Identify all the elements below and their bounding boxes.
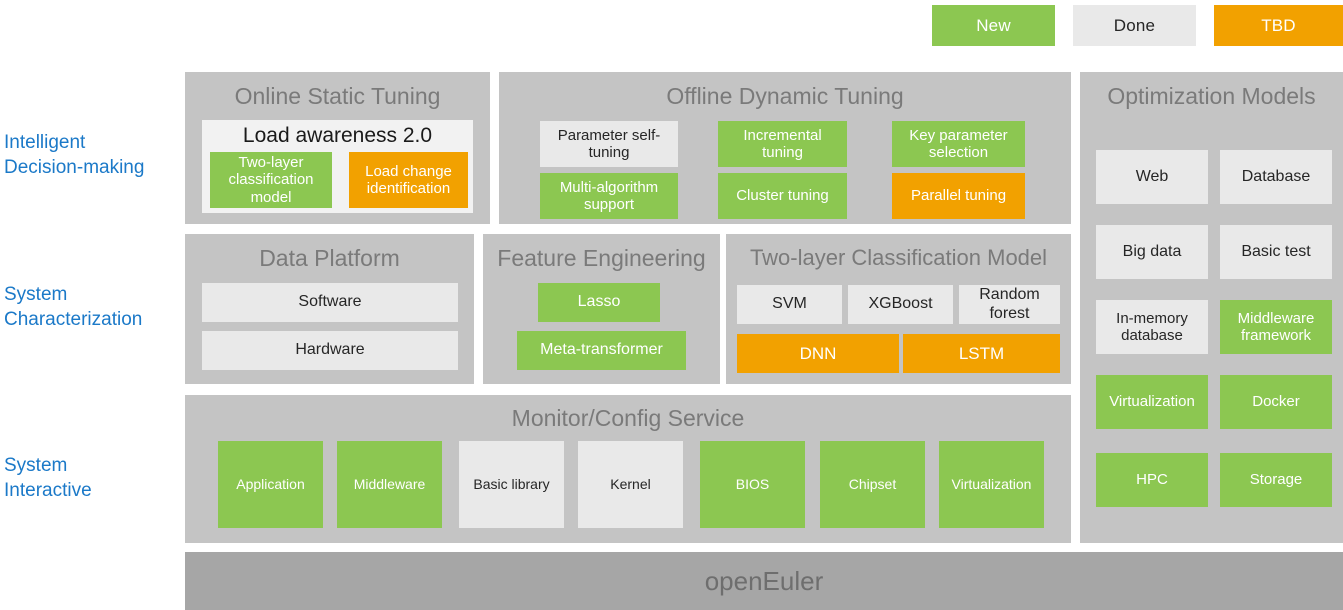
sidebar-label-line2: Characterization [4, 309, 143, 330]
panel-title-monitor-config-service: Monitor/Config Service [511, 405, 745, 431]
box-svm[interactable]: SVM [737, 285, 842, 324]
panel-title-feature-engineering: Feature Engineering [497, 245, 706, 271]
box-database[interactable]: Database [1220, 150, 1332, 204]
box-big-data[interactable]: Big data [1096, 225, 1208, 279]
box-two-layer-classification-model[interactable]: Two-layer classification model [210, 152, 332, 208]
footer-label: openEuler [704, 565, 824, 596]
box-parallel-tuning[interactable]: Parallel tuning [892, 173, 1025, 219]
box-parameter-self-tuning[interactable]: Parameter self-tuning [540, 121, 678, 167]
box-in-memory-database[interactable]: In-memory database [1096, 300, 1208, 354]
box-random-forest[interactable]: Random forest [959, 285, 1060, 324]
box-key-parameter-selection[interactable]: Key parameter selection [892, 121, 1025, 167]
box-application[interactable]: Application [218, 441, 323, 528]
box-virtualization-interactive[interactable]: Virtualization [939, 441, 1044, 528]
box-incremental-tuning[interactable]: Incremental tuning [718, 121, 847, 167]
box-hpc[interactable]: HPC [1096, 453, 1208, 507]
panel-optimization-models: Optimization Models Web Database Big dat… [1080, 72, 1343, 543]
panel-title-online-static-tuning: Online Static Tuning [234, 83, 441, 109]
box-basic-library[interactable]: Basic library [459, 441, 564, 528]
sidebar-label-line1: System [4, 455, 68, 476]
box-chipset[interactable]: Chipset [820, 441, 925, 528]
card-title-load-awareness: Load awareness 2.0 [242, 124, 433, 147]
box-bios[interactable]: BIOS [700, 441, 805, 528]
sidebar-label-line2: Decision-making [4, 157, 145, 178]
box-xgboost[interactable]: XGBoost [848, 285, 953, 324]
panel-title-data-platform: Data Platform [259, 245, 400, 271]
card-load-awareness: Load awareness 2.0 Two-layer classificat… [202, 120, 473, 213]
box-virtualization-optimization[interactable]: Virtualization [1096, 375, 1208, 429]
box-docker[interactable]: Docker [1220, 375, 1332, 429]
box-multi-algorithm-support[interactable]: Multi-algorithm support [540, 173, 678, 219]
panel-data-platform: Data Platform Software Hardware [185, 234, 474, 384]
box-middleware-framework[interactable]: Middleware framework [1220, 300, 1332, 354]
panel-title-offline-dynamic-tuning: Offline Dynamic Tuning [666, 83, 904, 109]
panel-title-two-layer-classification-model: Two-layer Classification Model [749, 245, 1048, 270]
box-load-change-identification[interactable]: Load change identification [349, 152, 468, 208]
sidebar-label-line2: Interactive [4, 480, 92, 501]
sidebar-item-intelligent-decision-making: Intelligent Decision-making [4, 130, 179, 180]
sidebar-label-line1: Intelligent [4, 132, 86, 153]
box-middleware[interactable]: Middleware [337, 441, 442, 528]
box-meta-transformer[interactable]: Meta-transformer [517, 331, 686, 370]
sidebar-label-line1: System [4, 284, 68, 305]
panel-two-layer-classification-model: Two-layer Classification Model SVM XGBoo… [726, 234, 1071, 384]
footer-openeuler: openEuler [185, 552, 1343, 610]
legend-item-new: New [932, 5, 1055, 46]
panel-monitor-config-service: Monitor/Config Service Application Middl… [185, 395, 1071, 543]
legend-item-done: Done [1073, 5, 1196, 46]
legend-item-tbd: TBD [1214, 5, 1343, 46]
panel-title-optimization-models: Optimization Models [1107, 83, 1316, 109]
box-kernel[interactable]: Kernel [578, 441, 683, 528]
sidebar-item-system-characterization: System Characterization [4, 282, 179, 332]
panel-online-static-tuning: Online Static Tuning Load awareness 2.0 … [185, 72, 490, 224]
box-software[interactable]: Software [202, 283, 458, 322]
box-dnn[interactable]: DNN [737, 334, 899, 373]
panel-feature-engineering: Feature Engineering Lasso Meta-transform… [483, 234, 720, 384]
panel-offline-dynamic-tuning: Offline Dynamic Tuning Parameter self-tu… [499, 72, 1071, 224]
box-basic-test[interactable]: Basic test [1220, 225, 1332, 279]
box-storage[interactable]: Storage [1220, 453, 1332, 507]
box-cluster-tuning[interactable]: Cluster tuning [718, 173, 847, 219]
box-web[interactable]: Web [1096, 150, 1208, 204]
sidebar-item-system-interactive: System Interactive [4, 453, 179, 503]
box-lstm[interactable]: LSTM [903, 334, 1060, 373]
box-hardware[interactable]: Hardware [202, 331, 458, 370]
box-lasso[interactable]: Lasso [538, 283, 660, 322]
